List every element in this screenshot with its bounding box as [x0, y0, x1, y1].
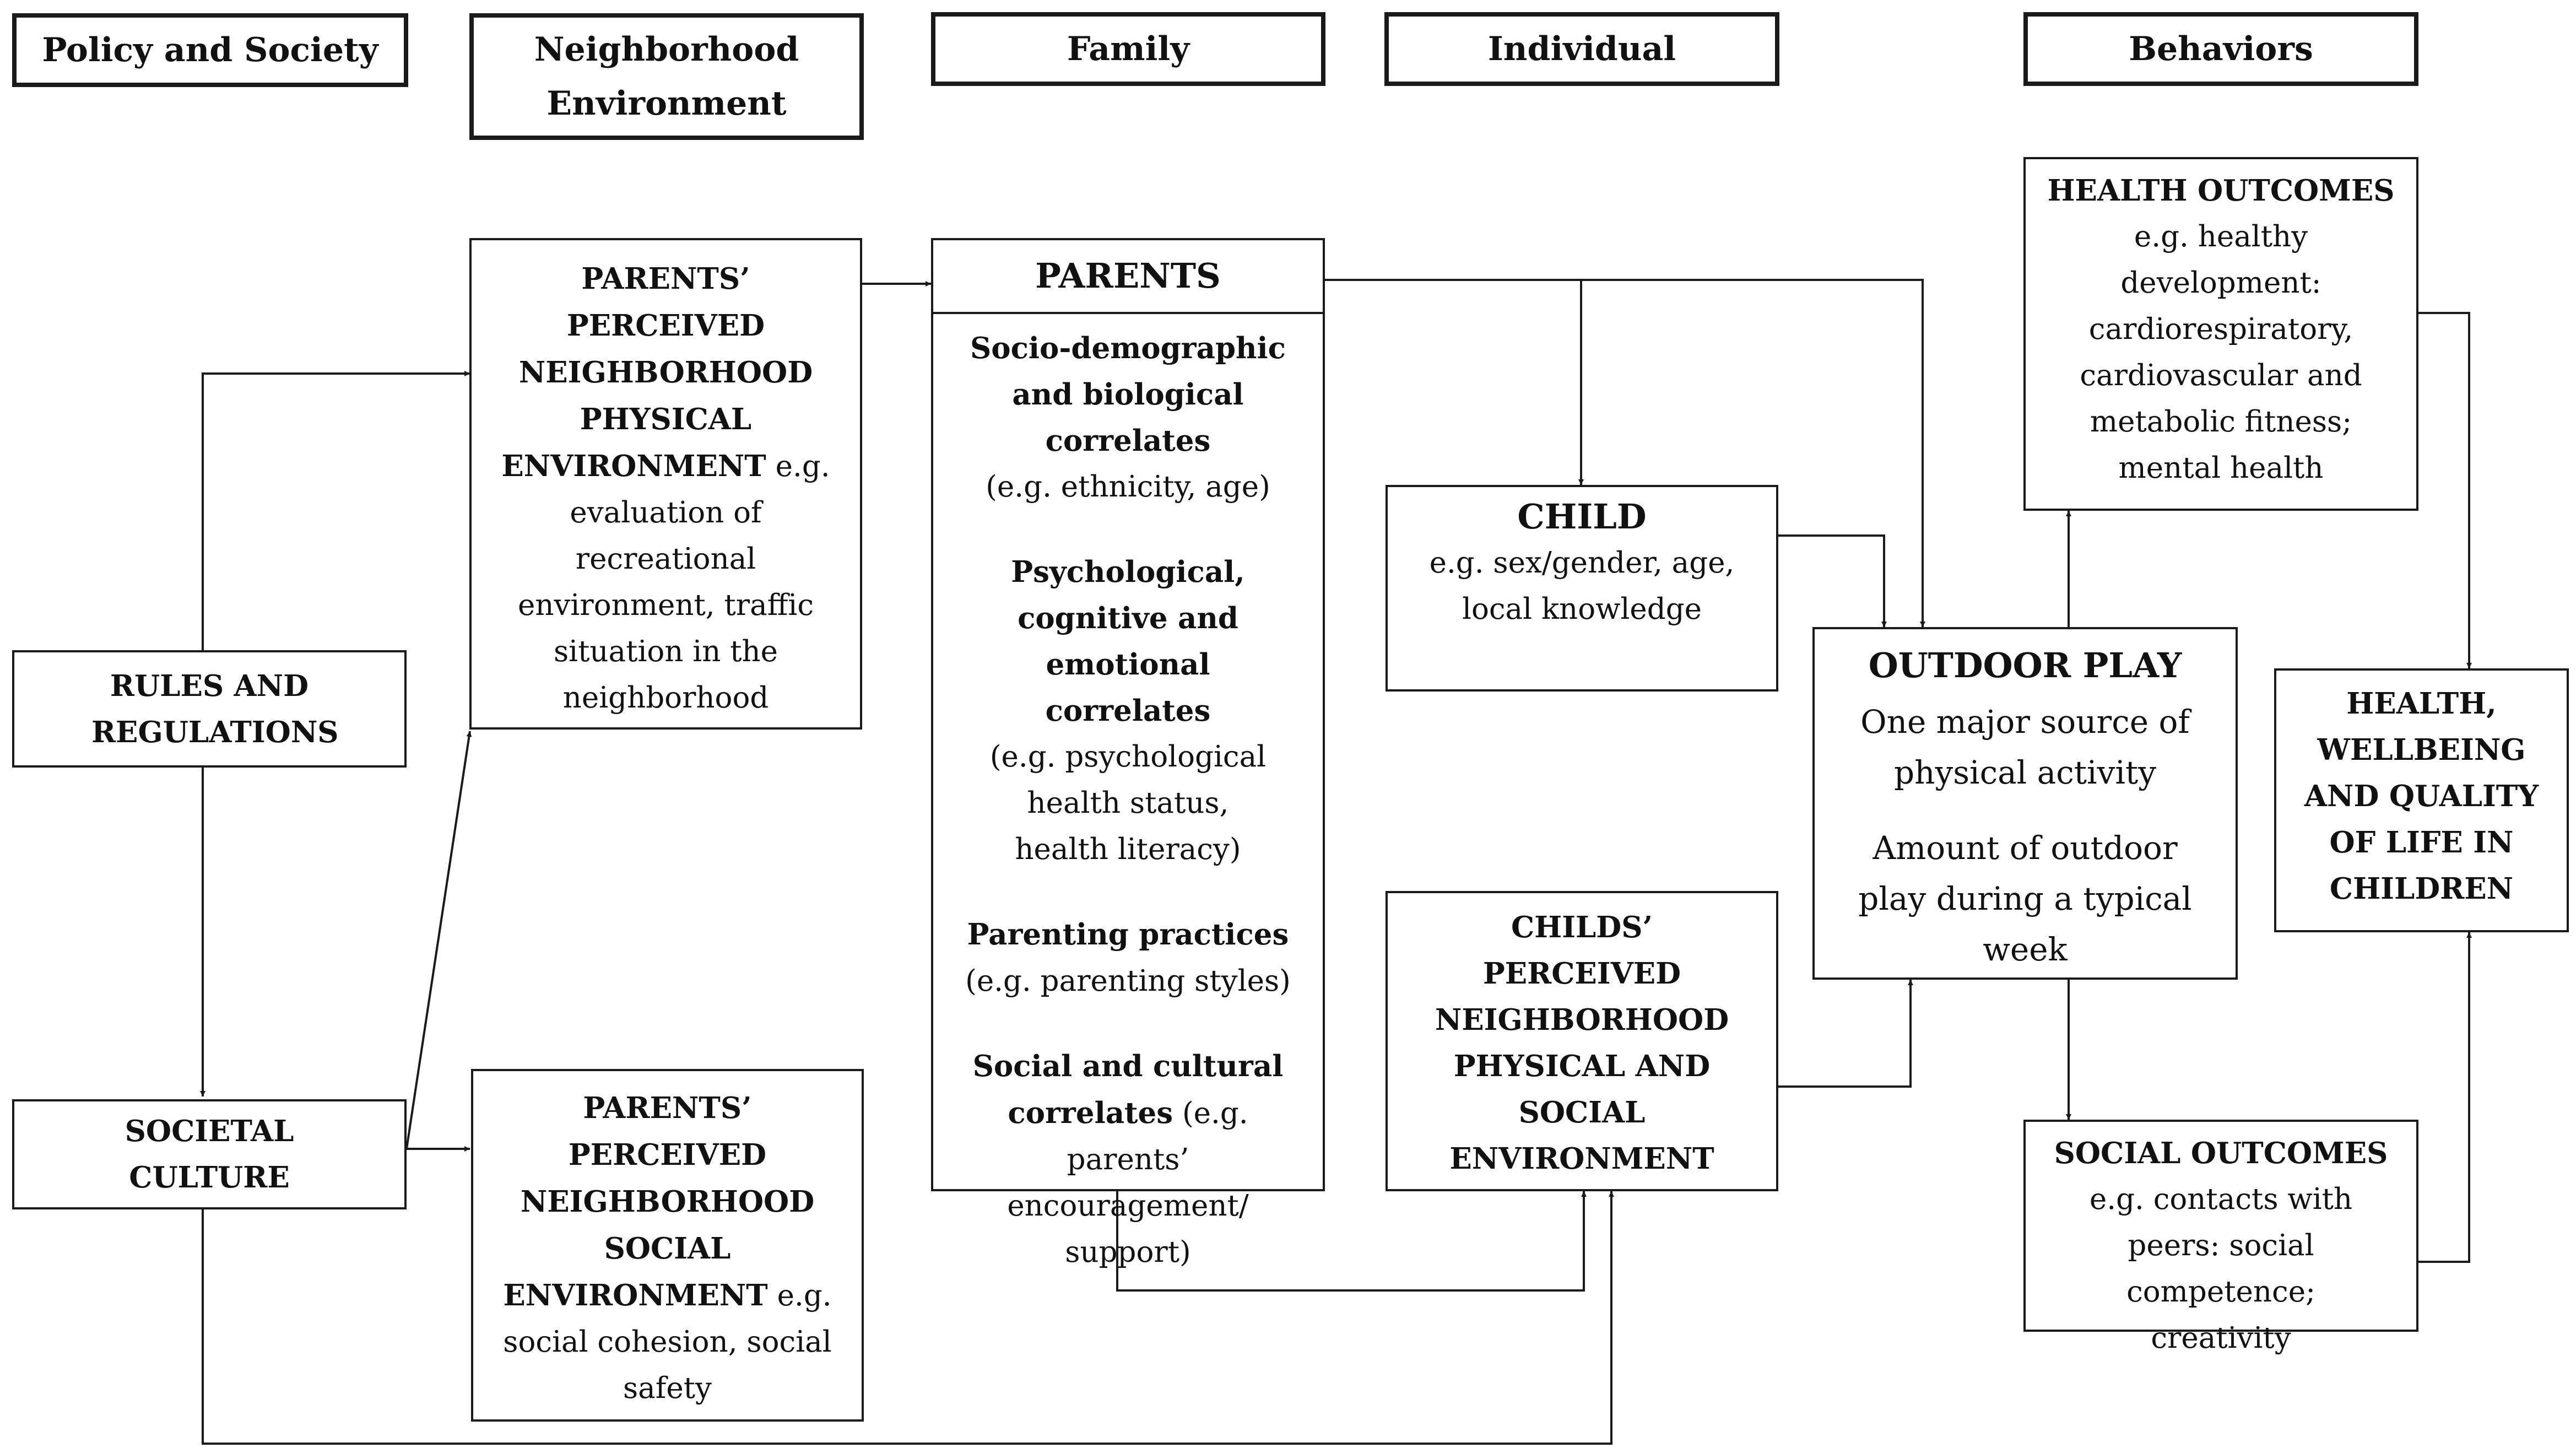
child-title: CHILD — [1517, 496, 1647, 537]
pse-body: e.g. social cohesion, social safety — [503, 1279, 832, 1405]
health-outcomes-body: e.g. healthy development: cardiorespirat… — [2080, 220, 2362, 485]
childs-perceived-environment-box: CHILDS’ PERCEIVED NEIGHBORHOOD PHYSICAL … — [1386, 891, 1778, 1191]
arrow-culture-to-ppe — [405, 731, 472, 1149]
arrow-health-outcomes-to-wellbeing — [2418, 312, 2472, 668]
culture-label: SOCIETAL CULTURE — [125, 1114, 294, 1195]
p3-title: Parenting practices — [967, 917, 1289, 952]
p2-title: Psychological, cognitive and emotional c… — [1011, 555, 1245, 728]
outdoor-play-line2: Amount of outdoor play during a typical … — [1858, 829, 2192, 968]
parents-box: PARENTS Socio-demographic and biological… — [931, 238, 1325, 1269]
pse-title: PARENTS’ PERCEIVED NEIGHBORHOOD SOCIAL E… — [503, 1091, 815, 1312]
health-wellbeing-title: HEALTH, WELLBEING AND QUALITY OF LIFE IN… — [2304, 687, 2539, 906]
rules-and-regulations-box: RULES AND REGULATIONS — [12, 650, 407, 768]
arrow-parents-to-child — [1325, 279, 1584, 485]
health-wellbeing-box: HEALTH, WELLBEING AND QUALITY OF LIFE IN… — [2274, 668, 2569, 932]
p1-title: Socio-demographic and biological correla… — [970, 331, 1286, 458]
arrow-rules-to-ppe — [202, 371, 470, 650]
parents-correlates-list: Socio-demographic and biological correla… — [933, 314, 1323, 1276]
header-neighborhood-environment: Neighborhood Environment — [469, 13, 864, 140]
arrow-parents-to-cpe — [1116, 1191, 1587, 1292]
p2-body: (e.g. psychological health status, healt… — [989, 740, 1267, 866]
health-outcomes-title: HEALTH OUTCOMES — [2047, 174, 2395, 208]
social-outcomes-box: SOCIAL OUTCOMES e.g. contacts with peers… — [2023, 1120, 2418, 1355]
socio-demographic-correlates: Socio-demographic and biological correla… — [950, 325, 1306, 510]
social-outcomes-body: e.g. contacts with peers: social compete… — [2089, 1182, 2353, 1355]
psychological-correlates: Psychological, cognitive and emotional c… — [950, 549, 1306, 873]
arrow-culture-to-cpe — [202, 1191, 1614, 1445]
arrow-parents-to-outdoor — [1581, 279, 1925, 627]
child-body: e.g. sex/gender, age, local knowledge — [1429, 546, 1735, 626]
arrow-child-to-outdoor — [1778, 534, 1887, 627]
ppe-title: PARENTS’ PERCEIVED NEIGHBORHOOD PHYSICAL… — [501, 262, 813, 483]
parents-title: PARENTS — [933, 240, 1323, 314]
health-outcomes-box: HEALTH OUTCOMES e.g. healthy development… — [2023, 157, 2418, 511]
social-cultural-correlates: Social and cultural correlates (e.g. par… — [950, 1043, 1306, 1276]
outdoor-play-box: OUTDOOR PLAY One major source of physica… — [1812, 627, 2238, 980]
p1-body: (e.g. ethnicity, age) — [986, 470, 1270, 504]
rules-label: RULES AND REGULATIONS — [91, 668, 339, 749]
social-outcomes-title: SOCIAL OUTCOMES — [2054, 1136, 2388, 1170]
header-individual: Individual — [1384, 12, 1779, 86]
header-behaviors: Behaviors — [2023, 12, 2418, 86]
p3-body: (e.g. parenting styles) — [965, 964, 1291, 998]
parents-perceived-social-environment-box: PARENTS’ PERCEIVED NEIGHBORHOOD SOCIAL E… — [471, 1069, 864, 1422]
parents-perceived-physical-environment-box: PARENTS’ PERCEIVED NEIGHBORHOOD PHYSICAL… — [469, 238, 862, 730]
outdoor-play-line1: One major source of physical activity — [1860, 703, 2190, 791]
p4-title: Social and cultural correlates — [972, 1049, 1284, 1130]
societal-culture-box: SOCIETAL CULTURE — [12, 1099, 407, 1209]
parenting-practices: Parenting practices (e.g. parenting styl… — [950, 911, 1306, 1004]
cpe-title: CHILDS’ PERCEIVED NEIGHBORHOOD PHYSICAL … — [1435, 910, 1729, 1176]
header-policy-and-society: Policy and Society — [12, 13, 408, 87]
header-neighborhood-label: Neighborhood Environment — [534, 30, 799, 123]
arrow-social-outcomes-to-wellbeing — [2418, 932, 2472, 1263]
ppe-body: e.g. evaluation of recreational environm… — [517, 450, 830, 715]
child-box: CHILD e.g. sex/gender, age, local knowle… — [1386, 485, 1778, 692]
outdoor-play-title: OUTDOOR PLAY — [1868, 645, 2182, 685]
p4-body: (e.g. parents’ encouragement/ support) — [1007, 1096, 1249, 1269]
header-family: Family — [931, 12, 1325, 86]
arrow-cpe-to-outdoor — [1778, 980, 1913, 1088]
